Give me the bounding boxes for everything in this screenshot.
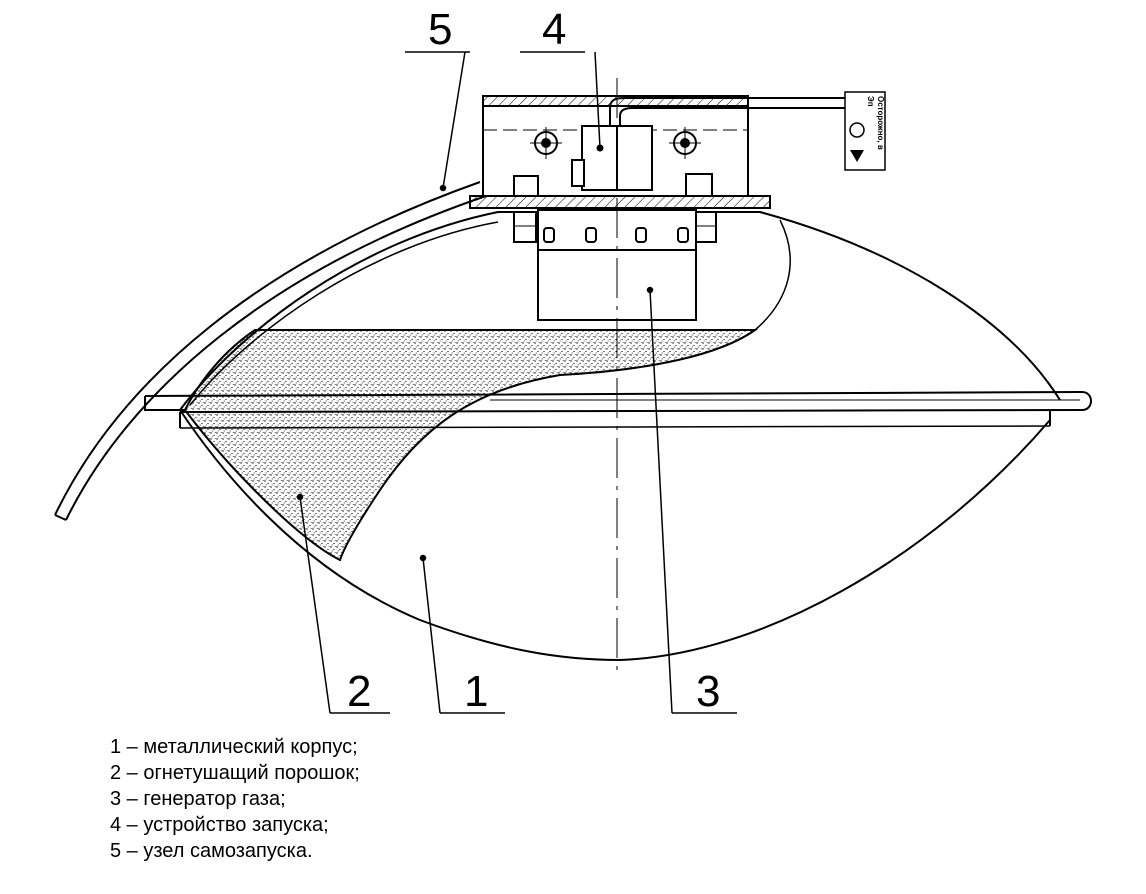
warning-label-line1: Эп — [866, 96, 875, 107]
legend-item: 3 – генератор газа; — [110, 788, 286, 810]
callout-1: 1 — [464, 667, 488, 716]
callout-2: 2 — [347, 667, 371, 716]
warning-label: Эп Осторожно, в — [844, 91, 886, 171]
legend: 1 – металлический корпус; 2 – огнетушащи… — [110, 734, 360, 864]
bolt-right — [669, 127, 701, 159]
legend-item: 1 – металлический корпус; — [110, 736, 358, 758]
warning-label-line2: Осторожно, в — [876, 96, 885, 150]
callout-3: 3 — [696, 667, 720, 716]
legend-item: 2 – огнетушащий порошок; — [110, 762, 360, 784]
self-start-tube — [54, 181, 487, 521]
nuts — [513, 173, 717, 243]
bolt-left — [530, 127, 562, 159]
legend-item: 4 – устройство запуска; — [110, 814, 329, 836]
cable — [609, 97, 845, 130]
callout-4: 4 — [542, 5, 566, 54]
mounting-bracket — [469, 95, 771, 209]
leader-lines — [296, 51, 737, 714]
housing-rim — [144, 390, 1092, 429]
powder-charge — [183, 329, 759, 562]
launch-device — [571, 125, 653, 191]
powder-boundary — [754, 219, 791, 331]
legend-item: 5 – узел самозапуска. — [110, 840, 313, 862]
callout-5: 5 — [428, 5, 452, 54]
